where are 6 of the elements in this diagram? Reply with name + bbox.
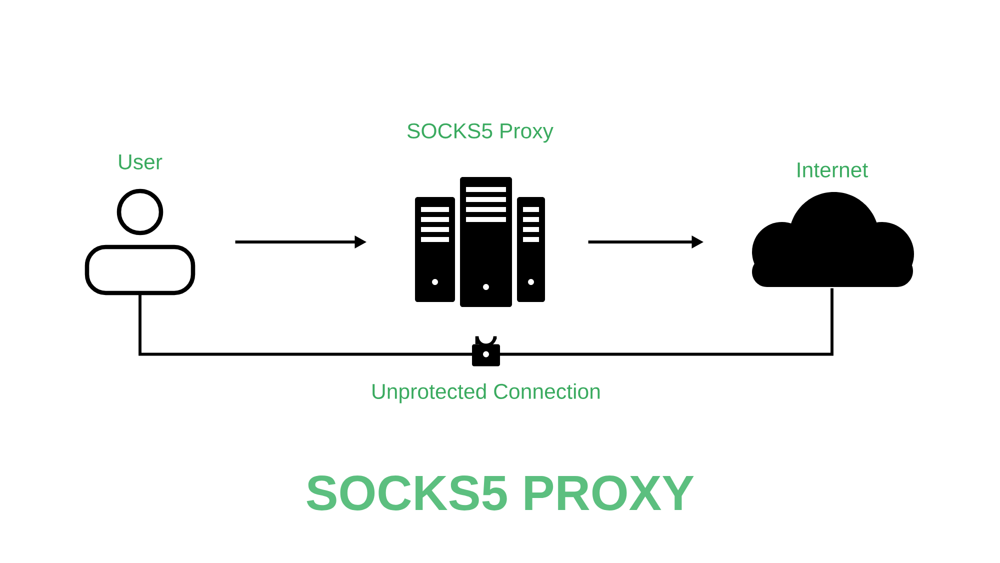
connection-line — [138, 288, 834, 356]
node-label: Internet — [798, 162, 868, 178]
node-label: SOCKS5 Proxy — [407, 123, 554, 143]
node-label: User — [119, 154, 162, 170]
title: SOCKS5 PROXY — [306, 476, 694, 510]
edge-label: Unprotected Connection — [372, 383, 600, 404]
